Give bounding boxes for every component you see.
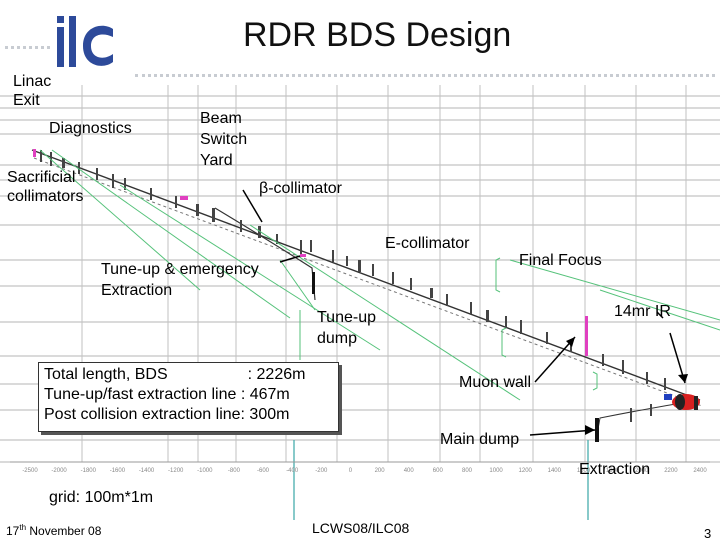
label-14mr-ir: 14mr IR — [614, 303, 671, 320]
axis-tick-label: -1600 — [110, 468, 126, 474]
label-e-collimator: E-collimator — [385, 235, 470, 252]
axis-tick-label: 1600 — [577, 468, 591, 474]
label-diagnostics: Diagnostics — [49, 120, 132, 137]
axis-tick-label: 1000 — [489, 468, 503, 474]
label-final-focus: Final Focus — [519, 252, 602, 269]
label-extraction: Extraction — [579, 461, 651, 478]
label-tune-up-emergency-extraction: Tune-up & emergency Extraction — [101, 261, 259, 299]
summary-box: Total length, BDS : 2226m Tune-up/fast e… — [38, 362, 339, 432]
label-linac-exit: Linac Exit — [13, 73, 52, 109]
axis-tick-label: -2000 — [51, 468, 67, 474]
label-main-dump: Main dump — [440, 431, 520, 448]
page-number: 3 — [704, 526, 712, 541]
axis-tick-label: 400 — [404, 468, 415, 474]
axis-tick-label: 1400 — [548, 468, 562, 474]
label-sacrificial-collimators: Sacrificial collimators — [7, 169, 84, 205]
footer-date: 17th November 08 — [6, 523, 102, 538]
axis-tick-label: -400 — [286, 468, 299, 474]
axis-tick-label: -200 — [315, 468, 328, 474]
axis-tick-label: 1800 — [606, 468, 620, 474]
axis-tick-label: 1200 — [519, 468, 533, 474]
label-beta-collimator: β-collimator — [259, 180, 342, 197]
summary-line-tune-up-extraction: Tune-up/fast extraction line : 467m — [44, 386, 290, 403]
summary-line-post-collision: Post collision extraction line: 300m — [44, 406, 290, 423]
axis-tick-label: 2200 — [664, 468, 678, 474]
label-beam-switch-yard: Beam Switch Yard — [200, 110, 248, 169]
axis-tick-label: 200 — [375, 468, 386, 474]
axis-tick-label: -600 — [257, 468, 270, 474]
main-dump-block — [595, 418, 599, 442]
axis-tick-label: 600 — [433, 468, 444, 474]
axis-tick-label: -1000 — [197, 468, 213, 474]
slide-title: RDR BDS Design — [243, 16, 512, 54]
axis-tick-label: 2000 — [635, 468, 649, 474]
axis-tick-label: -1800 — [81, 468, 97, 474]
axis-tick-label: 2400 — [693, 468, 707, 474]
axis-tick-labels: -2500-2000-1800-1600-1400-1200-1000-800-… — [22, 468, 707, 474]
interaction-region — [672, 394, 700, 410]
axis-tick-label: 0 — [349, 468, 353, 474]
axis-tick-label: -800 — [228, 468, 241, 474]
collimator-markers — [33, 149, 588, 356]
ilc-logo — [57, 16, 113, 67]
label-grid-scale: grid: 100m*1m — [49, 489, 154, 506]
label-muon-wall: Muon wall — [459, 374, 532, 391]
axis-tick-label: -1200 — [168, 468, 184, 474]
beamline-elements — [40, 150, 666, 422]
axis-tick-label: -1400 — [139, 468, 155, 474]
axis-tick-label: -2500 — [22, 468, 38, 474]
logo-dotted-rule — [5, 46, 50, 49]
axis-tick-label: 800 — [462, 468, 473, 474]
pointer-lines — [242, 189, 686, 436]
tune-up-dump-block — [312, 272, 315, 294]
footer-conference: LCWS08/ILC08 — [312, 520, 410, 536]
summary-line-total-length: Total length, BDS : 2226m — [44, 366, 306, 383]
label-tune-up-dump: Tune-up dump — [317, 309, 376, 347]
title-dotted-rule — [135, 74, 715, 77]
